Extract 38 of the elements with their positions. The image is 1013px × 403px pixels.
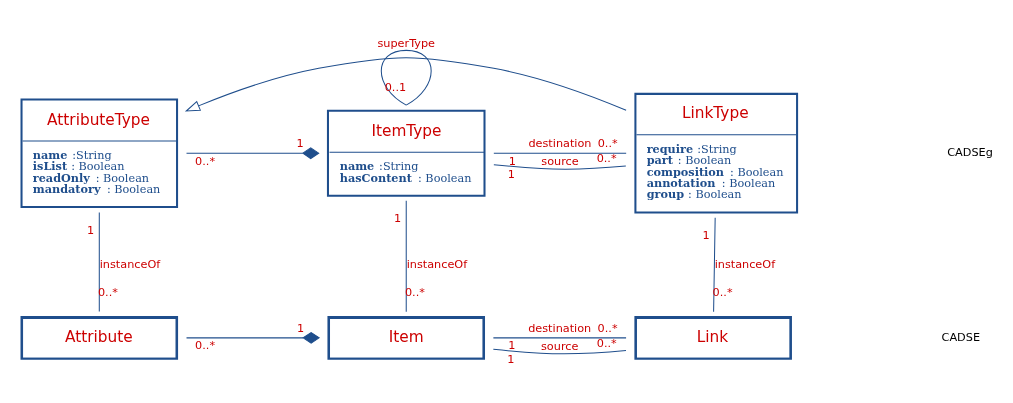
label: 1 (87, 223, 95, 237)
label: 0..1 (384, 80, 407, 94)
label: 0..* (596, 336, 617, 350)
label: 0..* (597, 136, 618, 150)
label: 0..* (195, 154, 216, 168)
label: CADSE (941, 330, 981, 344)
edge-label: instanceOf (406, 257, 468, 271)
label: 1 (296, 136, 304, 150)
edge-label: destination (528, 321, 592, 335)
edge-label: instanceOf (99, 257, 161, 271)
connector (380, 49, 432, 106)
label: 1 (296, 321, 305, 335)
label: 0..* (195, 338, 216, 352)
label: 1 (394, 211, 402, 225)
connector (405, 199, 407, 312)
connector (186, 331, 321, 344)
label: 1 (508, 338, 516, 352)
connector (186, 146, 320, 159)
edge-label: source (541, 154, 579, 168)
label: 1 (507, 352, 515, 366)
label: 0..* (596, 151, 617, 165)
connector (493, 152, 627, 154)
edge-label: source (541, 339, 579, 353)
connector (492, 348, 627, 354)
edge-label: destination (528, 136, 592, 150)
connector (493, 163, 627, 170)
connector (98, 211, 100, 312)
label: 1 (507, 167, 516, 181)
label: 0..* (597, 321, 618, 335)
edge-label: instanceOf (714, 257, 776, 271)
label: 1 (508, 154, 516, 168)
label: CADSEg (947, 145, 993, 159)
label: 1 (702, 228, 710, 242)
connector (713, 216, 716, 312)
connector (492, 336, 627, 338)
edge-label: superType (377, 36, 435, 50)
arrow (184, 56, 627, 112)
label: 0..* (712, 285, 733, 299)
